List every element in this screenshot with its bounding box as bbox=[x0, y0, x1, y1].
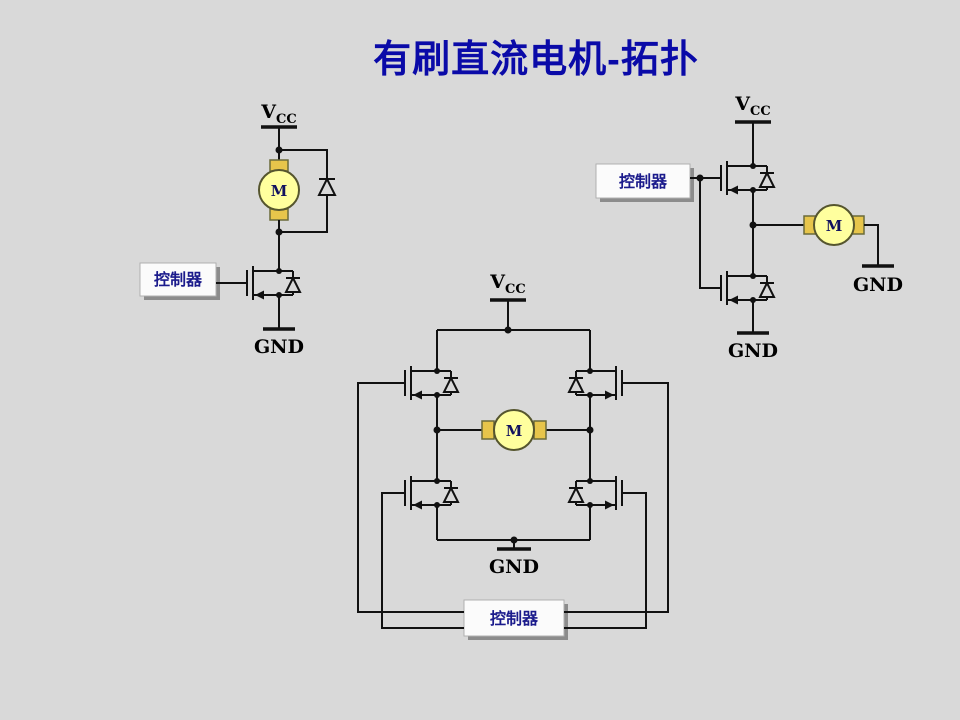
vcc-label: VCC bbox=[489, 271, 525, 297]
gnd-label: GND bbox=[853, 274, 903, 296]
page-title: 有刷直流电机-拓扑 bbox=[373, 39, 699, 81]
motor-label: M bbox=[271, 182, 288, 200]
mosfet-bottom-right bbox=[568, 462, 635, 524]
controller-box bbox=[139, 262, 217, 297]
controller-label: 控制器 bbox=[490, 609, 539, 628]
circuit-low-side-switch: VCC M 控制器 bbox=[139, 101, 337, 358]
gnd-label: GND bbox=[489, 556, 539, 578]
wire-segment bbox=[279, 149, 328, 179]
gate-wire bbox=[357, 382, 464, 613]
motor-symbol: M bbox=[258, 159, 300, 221]
vcc-subscript: CC bbox=[750, 104, 771, 119]
junction-dot bbox=[275, 146, 283, 154]
gate-wire bbox=[564, 382, 669, 613]
controller-box bbox=[463, 599, 565, 637]
motor-symbol: M bbox=[481, 409, 547, 451]
vcc-text: V bbox=[260, 101, 277, 123]
motor-body bbox=[813, 204, 855, 246]
gate-wire bbox=[381, 492, 464, 629]
mosfet-low-side bbox=[234, 252, 301, 314]
gnd-label: GND bbox=[728, 340, 778, 362]
vcc-subscript: CC bbox=[276, 112, 297, 127]
motor-label: M bbox=[826, 217, 843, 235]
vcc-label: VCC bbox=[734, 93, 770, 119]
controller-label: 控制器 bbox=[154, 270, 203, 289]
controller: 控制器 bbox=[595, 163, 694, 202]
motor-brush-left bbox=[481, 420, 495, 440]
motor-body bbox=[258, 169, 300, 211]
controller: 控制器 bbox=[463, 599, 568, 640]
gate-wire bbox=[699, 178, 709, 289]
motor-label: M bbox=[506, 422, 523, 440]
vcc-text: V bbox=[734, 93, 751, 115]
mosfet-bottom-left bbox=[392, 462, 459, 524]
vcc-subscript: CC bbox=[505, 282, 526, 297]
circuit-h-bridge: VCC M bbox=[357, 271, 669, 640]
controller-label: 控制器 bbox=[619, 172, 668, 191]
vcc-text: V bbox=[489, 271, 506, 293]
motor-symbol: M bbox=[803, 204, 865, 246]
gnd-label: GND bbox=[254, 336, 304, 358]
wire-segment bbox=[279, 195, 328, 233]
controller-box bbox=[595, 163, 691, 199]
motor-body bbox=[493, 409, 535, 451]
circuit-half-bridge: VCC 控制器 M bbox=[595, 93, 903, 362]
vcc-label: VCC bbox=[260, 101, 296, 127]
mosfet-high-side bbox=[708, 147, 775, 209]
mosfet-top-left bbox=[392, 352, 459, 414]
mosfet-top-right bbox=[568, 352, 635, 414]
flyback-diode-icon bbox=[317, 176, 337, 196]
wire-segment bbox=[864, 224, 879, 266]
motor-brush-right bbox=[533, 420, 547, 440]
mosfet-low-side bbox=[708, 257, 775, 319]
gate-wire bbox=[564, 492, 647, 629]
controller: 控制器 bbox=[139, 262, 220, 300]
